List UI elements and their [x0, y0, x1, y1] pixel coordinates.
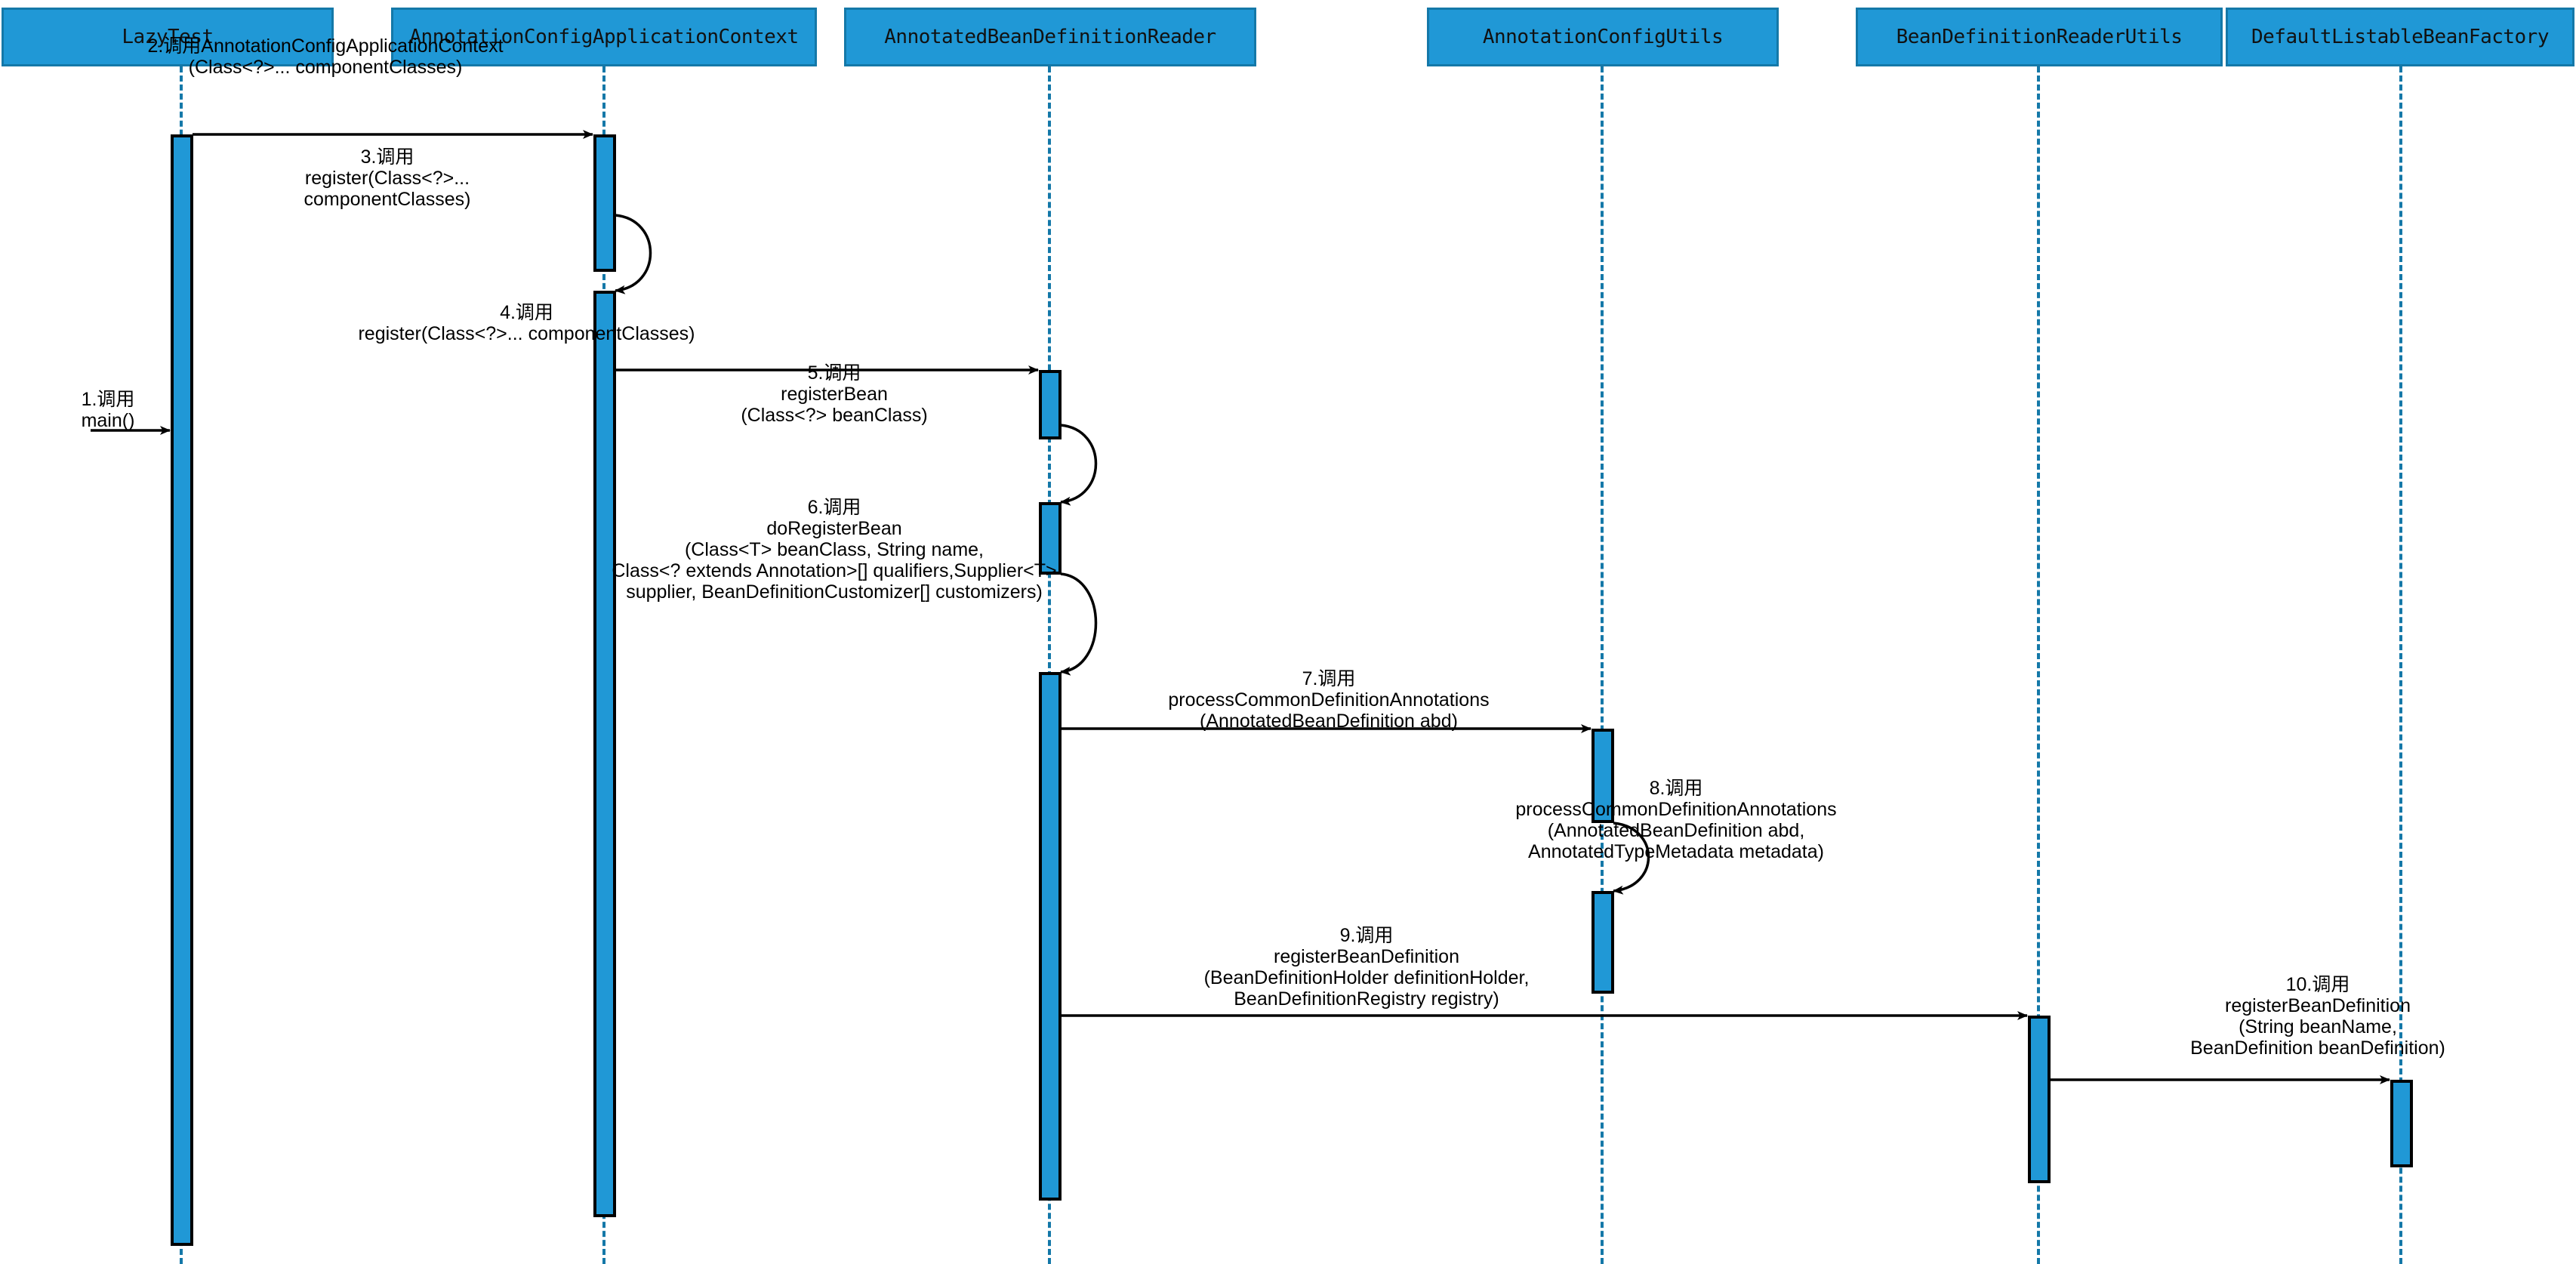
participant-label: DefaultListableBeanFactory — [2251, 26, 2550, 48]
lifeline-bdru — [2037, 66, 2040, 1264]
activation-bar-abdr — [1039, 672, 1062, 1201]
participant-label: AnnotationConfigApplicationContext — [409, 26, 799, 48]
arrow-msg-5 — [1060, 424, 1098, 506]
activation-bar-abdr — [1039, 502, 1062, 575]
activation-bar-lazytest — [171, 134, 193, 1246]
activation-bar-dlbf — [2390, 1080, 2413, 1167]
participant-lazytest[interactable]: LazyTest — [2, 8, 334, 66]
participant-label: AnnotationConfigUtils — [1482, 26, 1724, 48]
participant-label: LazyTest — [122, 26, 214, 48]
arrow-msg-6 — [1060, 572, 1098, 676]
participant-bdru[interactable]: BeanDefinitionReaderUtils — [1856, 8, 2223, 66]
activation-bar-abdr — [1039, 370, 1062, 439]
arrow-msg-8 — [1613, 822, 1650, 895]
participant-acac[interactable]: AnnotationConfigApplicationContext — [391, 8, 817, 66]
activation-bar-bdru — [2028, 1016, 2051, 1183]
activation-bar-acu — [1592, 729, 1614, 823]
lifeline-dlbf — [2399, 66, 2402, 1264]
participant-acu[interactable]: AnnotationConfigUtils — [1427, 8, 1779, 66]
participant-label: BeanDefinitionReaderUtils — [1896, 26, 2183, 48]
arrow-msg-3 — [615, 214, 652, 294]
activation-bar-acac — [593, 134, 616, 272]
activation-bar-acu — [1592, 891, 1614, 994]
participant-dlbf[interactable]: DefaultListableBeanFactory — [2226, 8, 2574, 66]
participant-abdr[interactable]: AnnotatedBeanDefinitionReader — [844, 8, 1256, 66]
activation-bar-acac — [593, 291, 616, 1217]
lifeline-abdr — [1048, 66, 1051, 1264]
lifeline-acu — [1601, 66, 1604, 1264]
participant-label: AnnotatedBeanDefinitionReader — [884, 26, 1216, 48]
